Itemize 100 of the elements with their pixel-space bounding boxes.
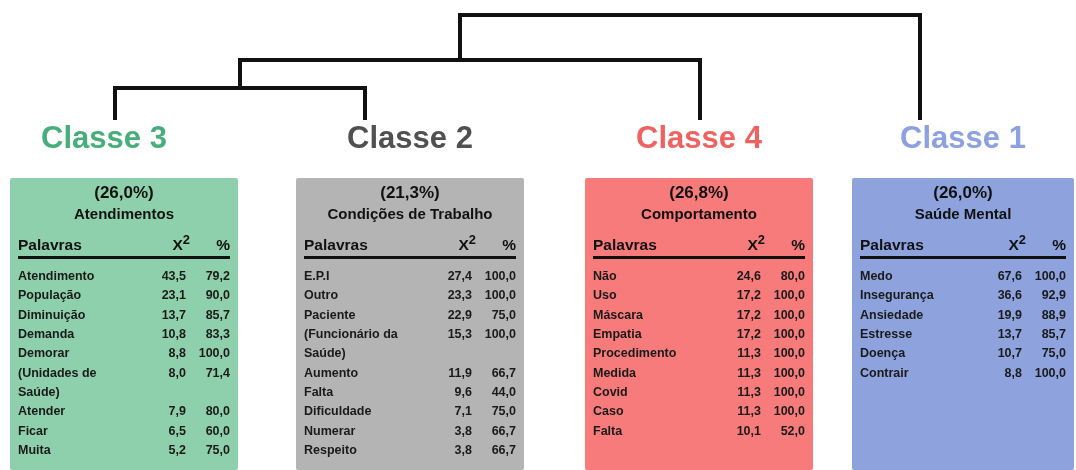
value-cell-text: 8,8 bbox=[167, 345, 186, 363]
word-cell-text: Dificuldade bbox=[304, 403, 373, 421]
word-cell-text: Muita bbox=[18, 441, 52, 459]
value-cell-text: 11,9 bbox=[447, 364, 472, 382]
word-cell-text: Máscara bbox=[593, 306, 645, 324]
value-cell-text: 3,8 bbox=[453, 422, 472, 440]
value-cell-text: 13,7 bbox=[160, 306, 186, 324]
value-cell-text: 100,0 bbox=[772, 364, 805, 382]
column-header: Palavras bbox=[304, 235, 368, 256]
value-cell-text: 5,2 bbox=[167, 441, 186, 459]
column-header: % bbox=[502, 235, 516, 256]
value-cell-text: 22,9 bbox=[446, 306, 472, 324]
value-cell-text: 100,0 bbox=[1033, 364, 1066, 382]
value-cell-text: 88,9 bbox=[1040, 306, 1066, 324]
value-cell-text: 7,9 bbox=[167, 403, 186, 421]
word-cell-text: Insegurança bbox=[860, 287, 935, 305]
value-cell-text: 44,0 bbox=[490, 383, 516, 401]
value-cell-text: 75,0 bbox=[1040, 345, 1066, 363]
word-cell-text: Estresse bbox=[860, 326, 914, 344]
word-cell-text: Ansiedade bbox=[860, 306, 925, 324]
value-cell-text: 10,7 bbox=[996, 345, 1022, 363]
value-cell-text: 7,1 bbox=[453, 403, 472, 421]
value-cell-text: 100,0 bbox=[483, 326, 516, 344]
column-header: X$^{2}$ bbox=[1008, 231, 1026, 256]
value-cell-text: 75,0 bbox=[490, 403, 516, 421]
class-title: Saúde Mental bbox=[914, 204, 1012, 224]
value-cell-text: 90,0 bbox=[204, 287, 230, 305]
value-cell-text: 43,5 bbox=[160, 268, 186, 286]
value-cell-text: 11,3 bbox=[736, 345, 761, 363]
word-cell-text: Atender bbox=[18, 403, 67, 421]
value-cell-text: 13,7 bbox=[996, 326, 1022, 344]
column-header: % bbox=[216, 235, 230, 256]
word-cell-text: Contrair bbox=[860, 364, 910, 382]
value-cell-text: 52,0 bbox=[779, 422, 805, 440]
value-cell-text: 75,0 bbox=[490, 306, 516, 324]
value-cell-text: 36,6 bbox=[996, 287, 1022, 305]
value-cell-text: 27,4 bbox=[446, 268, 472, 286]
value-cell-text: 24,6 bbox=[735, 268, 761, 286]
value-cell-text: 80,0 bbox=[779, 268, 805, 286]
word-cell-text: Uso bbox=[593, 287, 618, 305]
value-cell-text: 100,0 bbox=[772, 403, 805, 421]
word-cell-text: Numerar bbox=[304, 422, 357, 440]
column-header: X$^{2}$ bbox=[458, 231, 476, 256]
percentage-label: (26,0%) bbox=[933, 182, 993, 204]
value-cell-text: 100,0 bbox=[483, 268, 516, 286]
class-title: Atendimentos bbox=[74, 204, 174, 224]
value-cell-text: 23,1 bbox=[160, 287, 186, 305]
value-cell-text: 17,2 bbox=[735, 306, 761, 324]
percentage-label: (26,0%) bbox=[94, 182, 154, 204]
value-cell-text: 75,0 bbox=[204, 441, 230, 459]
word-cell-text: Aumento bbox=[304, 364, 360, 382]
value-cell-text: 9,6 bbox=[453, 383, 472, 401]
value-cell-text: 8,8 bbox=[1003, 364, 1022, 382]
value-cell-text: 100,0 bbox=[772, 383, 805, 401]
word-cell-text: Diminuição bbox=[18, 306, 87, 324]
value-cell-text: 83,3 bbox=[204, 326, 230, 344]
column-header: % bbox=[1052, 235, 1066, 256]
word-cell-text: Falta bbox=[593, 422, 624, 440]
value-cell-text: 17,2 bbox=[735, 287, 761, 305]
column-header: Palavras bbox=[593, 235, 657, 256]
dendrogram-branch bbox=[458, 13, 922, 120]
column-header: X$^{2}$ bbox=[172, 231, 190, 256]
class-title: Comportamento bbox=[641, 204, 757, 224]
word-cell-text: Demorar bbox=[18, 345, 71, 363]
value-cell-text: 6,5 bbox=[167, 422, 186, 440]
word-cell-text: Outro bbox=[304, 287, 340, 305]
value-cell-text: 100,0 bbox=[772, 306, 805, 324]
class-heading: Classe 2 bbox=[347, 120, 473, 156]
column-header: Palavras bbox=[18, 235, 82, 256]
value-cell-text: 11,3 bbox=[736, 383, 761, 401]
value-cell-text: 100,0 bbox=[772, 326, 805, 344]
percentage-label: (26,8%) bbox=[669, 182, 729, 204]
value-cell-text: 71,4 bbox=[204, 364, 230, 382]
value-cell-text: 15,3 bbox=[446, 326, 472, 344]
word-cell-text: Não bbox=[593, 268, 618, 286]
word-cell-text: E.P.I bbox=[304, 268, 331, 286]
word-cell-text: (Funcionário da Saúde) bbox=[304, 326, 399, 363]
value-cell-text: 23,3 bbox=[446, 287, 472, 305]
word-cell-text: População bbox=[18, 287, 83, 305]
value-cell-text: 11,3 bbox=[736, 364, 761, 382]
class-heading: Classe 3 bbox=[41, 120, 167, 156]
value-cell-text: 11,3 bbox=[736, 403, 761, 421]
percentage-label: (21,3%) bbox=[380, 182, 440, 204]
value-cell-text: 85,7 bbox=[1040, 326, 1066, 344]
column-header: Palavras bbox=[860, 235, 924, 256]
word-cell-text: Demanda bbox=[18, 326, 76, 344]
class-heading: Classe 1 bbox=[900, 120, 1026, 156]
value-cell-text: 67,6 bbox=[996, 268, 1022, 286]
word-cell-text: Paciente bbox=[304, 306, 357, 324]
word-cell-text: (Unidades de Saúde) bbox=[18, 364, 98, 401]
class-heading: Classe 4 bbox=[636, 120, 762, 156]
value-cell-text: 80,0 bbox=[204, 403, 230, 421]
value-cell-text: 100,0 bbox=[197, 345, 230, 363]
class-title: Condições de Trabalho bbox=[327, 204, 493, 224]
value-cell-text: 100,0 bbox=[483, 287, 516, 305]
word-cell-text: Respeito bbox=[304, 441, 358, 459]
value-cell-text: 19,9 bbox=[996, 306, 1022, 324]
word-cell-text: Ficar bbox=[18, 422, 49, 440]
word-cell-text: Caso bbox=[593, 403, 625, 421]
value-cell-text: 8,0 bbox=[167, 364, 186, 382]
